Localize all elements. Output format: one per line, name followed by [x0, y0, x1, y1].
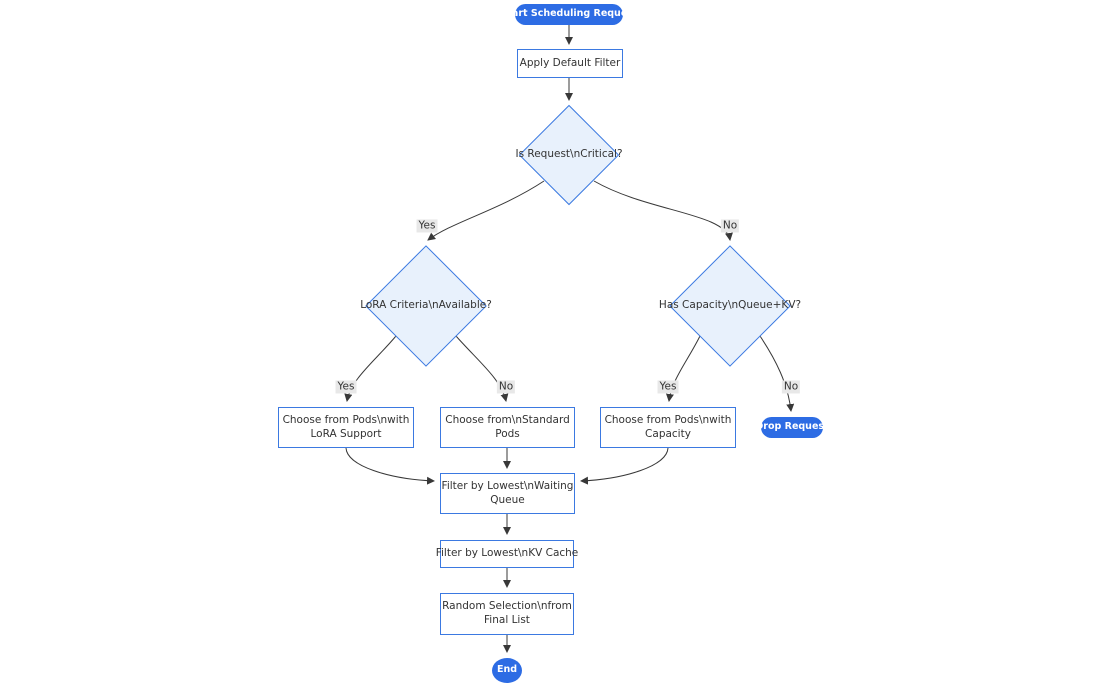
edge-capacity-pods-to-filter: [580, 447, 669, 485]
edge-lora-no: [455, 335, 509, 402]
node-end: End: [492, 658, 522, 683]
node-apply-default-filter-label: Apply Default Filter: [519, 56, 621, 69]
edge-label-critical-yes: Yes: [416, 219, 438, 233]
node-filter-waiting-queue-label: Filter by Lowest\nWaiting Queue: [441, 479, 574, 506]
edge-label-capacity-yes: Yes: [657, 380, 679, 394]
edge-lora-yes: [344, 335, 397, 402]
edge-label-lora-no: No: [496, 380, 516, 394]
node-choose-pods-lora-label: Choose from Pods\nwith LoRA Support: [282, 413, 410, 440]
node-choose-standard-pods-label: Choose from\nStandard Pods: [445, 413, 570, 440]
node-is-request-critical-label: Is Request\nCritical?: [515, 148, 623, 161]
node-filter-kv-cache: Filter by Lowest\nKV Cache: [436, 540, 578, 568]
node-choose-pods-lora: Choose from Pods\nwith LoRA Support: [278, 407, 414, 448]
node-end-label: End: [496, 664, 518, 676]
node-lora-criteria-available-label: LoRA Criteria\nAvailable?: [360, 299, 492, 312]
node-choose-standard-pods: Choose from\nStandard Pods: [440, 407, 575, 448]
node-start: Start Scheduling Request: [501, 4, 637, 25]
node-random-selection-label: Random Selection\nfrom Final List: [442, 600, 572, 626]
node-apply-default-filter: Apply Default Filter: [517, 49, 623, 78]
node-has-capacity-queue-kv: Has Capacity\nQueue+KV?: [659, 245, 801, 367]
node-is-request-critical: Is Request\nCritical?: [515, 104, 623, 206]
edge-lora-pods-to-filter: [345, 447, 435, 485]
edge-label-capacity-no: No: [781, 380, 801, 394]
node-has-capacity-queue-kv-label: Has Capacity\nQueue+KV?: [658, 299, 802, 312]
edge-label-lora-yes: Yes: [335, 380, 357, 394]
node-choose-pods-capacity: Choose from Pods\nwith Capacity: [600, 407, 736, 448]
node-filter-kv-cache-label: Filter by Lowest\nKV Cache: [435, 547, 579, 560]
node-choose-pods-capacity-label: Choose from Pods\nwith Capacity: [604, 413, 732, 440]
edge-capacity-no: [759, 335, 795, 412]
node-start-label: Start Scheduling Request: [500, 8, 638, 20]
edge-label-critical-no: No: [720, 219, 740, 233]
node-drop-request-label: Drop Request: [755, 421, 829, 433]
node-lora-criteria-available: LoRA Criteria\nAvailable?: [360, 245, 492, 367]
node-filter-waiting-queue: Filter by Lowest\nWaiting Queue: [440, 473, 575, 514]
node-random-selection: Random Selection\nfrom Final List: [440, 593, 574, 635]
edge-capacity-yes: [665, 335, 701, 402]
edge-critical-yes: [427, 180, 545, 241]
node-drop-request: Drop Request: [755, 417, 829, 438]
